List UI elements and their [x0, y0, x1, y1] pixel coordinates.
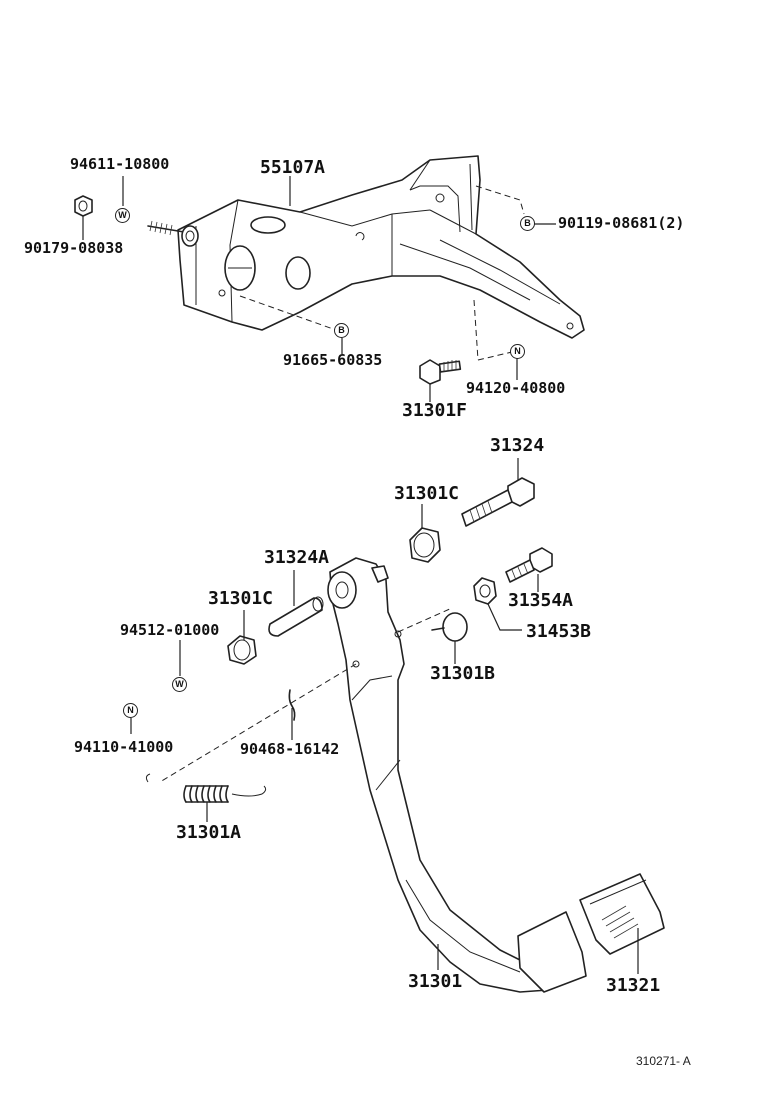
label-91665-60835: 91665-60835: [283, 351, 383, 369]
label-31324: 31324: [490, 435, 545, 456]
stopper-31301B: [431, 612, 468, 642]
label-94611-10800: 94611-10800: [70, 155, 170, 173]
label-31301C-top: 31301C: [394, 483, 460, 504]
label-31301B: 31301B: [430, 663, 496, 684]
label-90179-08038: 90179-08038: [24, 239, 124, 257]
bolt-symbol-b: B: [334, 323, 349, 338]
washer-symbol-w: W: [172, 677, 187, 692]
nut-symbol-n: N: [123, 703, 138, 718]
pedal-pad-base: [517, 911, 587, 993]
label-55107A: 55107A: [260, 157, 326, 178]
stud-bolt: [147, 220, 199, 247]
label-31301A: 31301A: [176, 822, 242, 843]
bushing-31301C-top: [409, 527, 441, 563]
label-90119-08681: 90119-08681(2): [558, 214, 685, 232]
cotter-pin-90468: [288, 689, 296, 721]
label-90468-16142: 90468-16142: [240, 740, 340, 758]
label-94120-40800: 94120-40800: [466, 379, 566, 397]
pedal-bracket: [177, 155, 585, 339]
diagram-reference-code: 310271- A: [636, 1054, 691, 1068]
bolt-symbol-b: B: [520, 216, 535, 231]
nut-symbol-n: N: [510, 344, 525, 359]
nut-31453B: [473, 577, 497, 605]
pedal-pad-31321: [579, 873, 665, 955]
label-31301C-left: 31301C: [208, 588, 274, 609]
bushing-31301C-left: [227, 635, 257, 665]
nut-90179: [74, 195, 93, 217]
label-94512-01000: 94512-01000: [120, 621, 220, 639]
label-31301F: 31301F: [402, 400, 468, 421]
bolt-31301F: [419, 359, 462, 385]
label-31301: 31301: [408, 971, 463, 992]
label-94110-41000: 94110-41000: [74, 738, 174, 756]
collar-31324A: [268, 596, 324, 637]
spring-31301A: [145, 773, 267, 803]
label-31324A: 31324A: [264, 547, 330, 568]
label-31321: 31321: [606, 975, 661, 996]
label-31453B: 31453B: [526, 621, 592, 642]
bolt-31354A: [505, 547, 553, 583]
label-31354A: 31354A: [508, 590, 574, 611]
bolt-31324: [461, 477, 535, 527]
washer-symbol-w: W: [115, 208, 130, 223]
